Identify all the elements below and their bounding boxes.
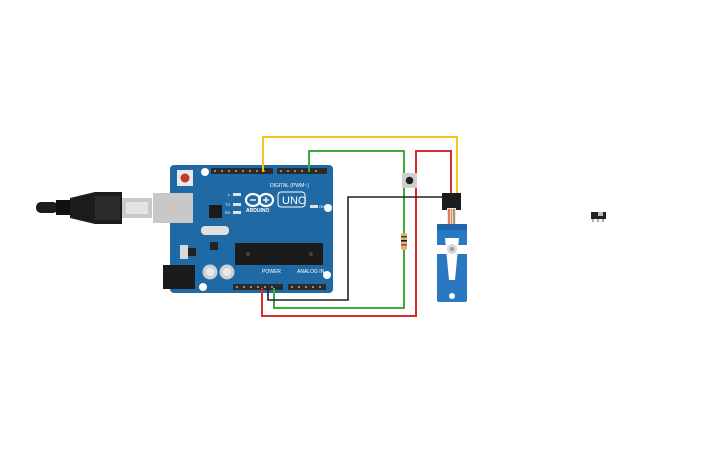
- usb-port: [153, 193, 193, 223]
- crystal: [201, 226, 229, 235]
- analog-header-label: ANALOG IN: [297, 269, 325, 275]
- pushbutton[interactable]: [402, 173, 417, 188]
- resistor[interactable]: [401, 233, 407, 250]
- brand-label: ARDUINO: [246, 208, 269, 214]
- yellow-signal-wire[interactable]: [262, 136, 458, 198]
- led-label-on: ON: [319, 204, 325, 209]
- black-gnd-wire[interactable]: [267, 196, 445, 301]
- board-model-label: UNO: [282, 195, 307, 207]
- led-label-l: L: [228, 192, 231, 197]
- atmega-chip: [235, 243, 323, 265]
- servo-connector: [442, 193, 461, 210]
- green-wire[interactable]: [273, 150, 405, 309]
- power-header-label: POWER: [262, 269, 281, 275]
- usb-cable[interactable]: [36, 192, 152, 224]
- digital-header-label: DIGITAL (PWM~): [270, 183, 309, 189]
- led-label-rx: RX: [225, 210, 231, 215]
- arduino-logo-icon: [244, 192, 275, 208]
- led-label-tx: TX: [225, 202, 230, 207]
- servo-motor[interactable]: [433, 193, 471, 302]
- red-5v-wire[interactable]: [261, 150, 452, 317]
- power-jack: [163, 265, 195, 289]
- arduino-uno-board[interactable]: L TX RX ON DIGITAL (PWM~) POWER ANALOG I…: [153, 165, 333, 293]
- usb-chip: [209, 205, 222, 218]
- slide-switch[interactable]: [591, 212, 606, 222]
